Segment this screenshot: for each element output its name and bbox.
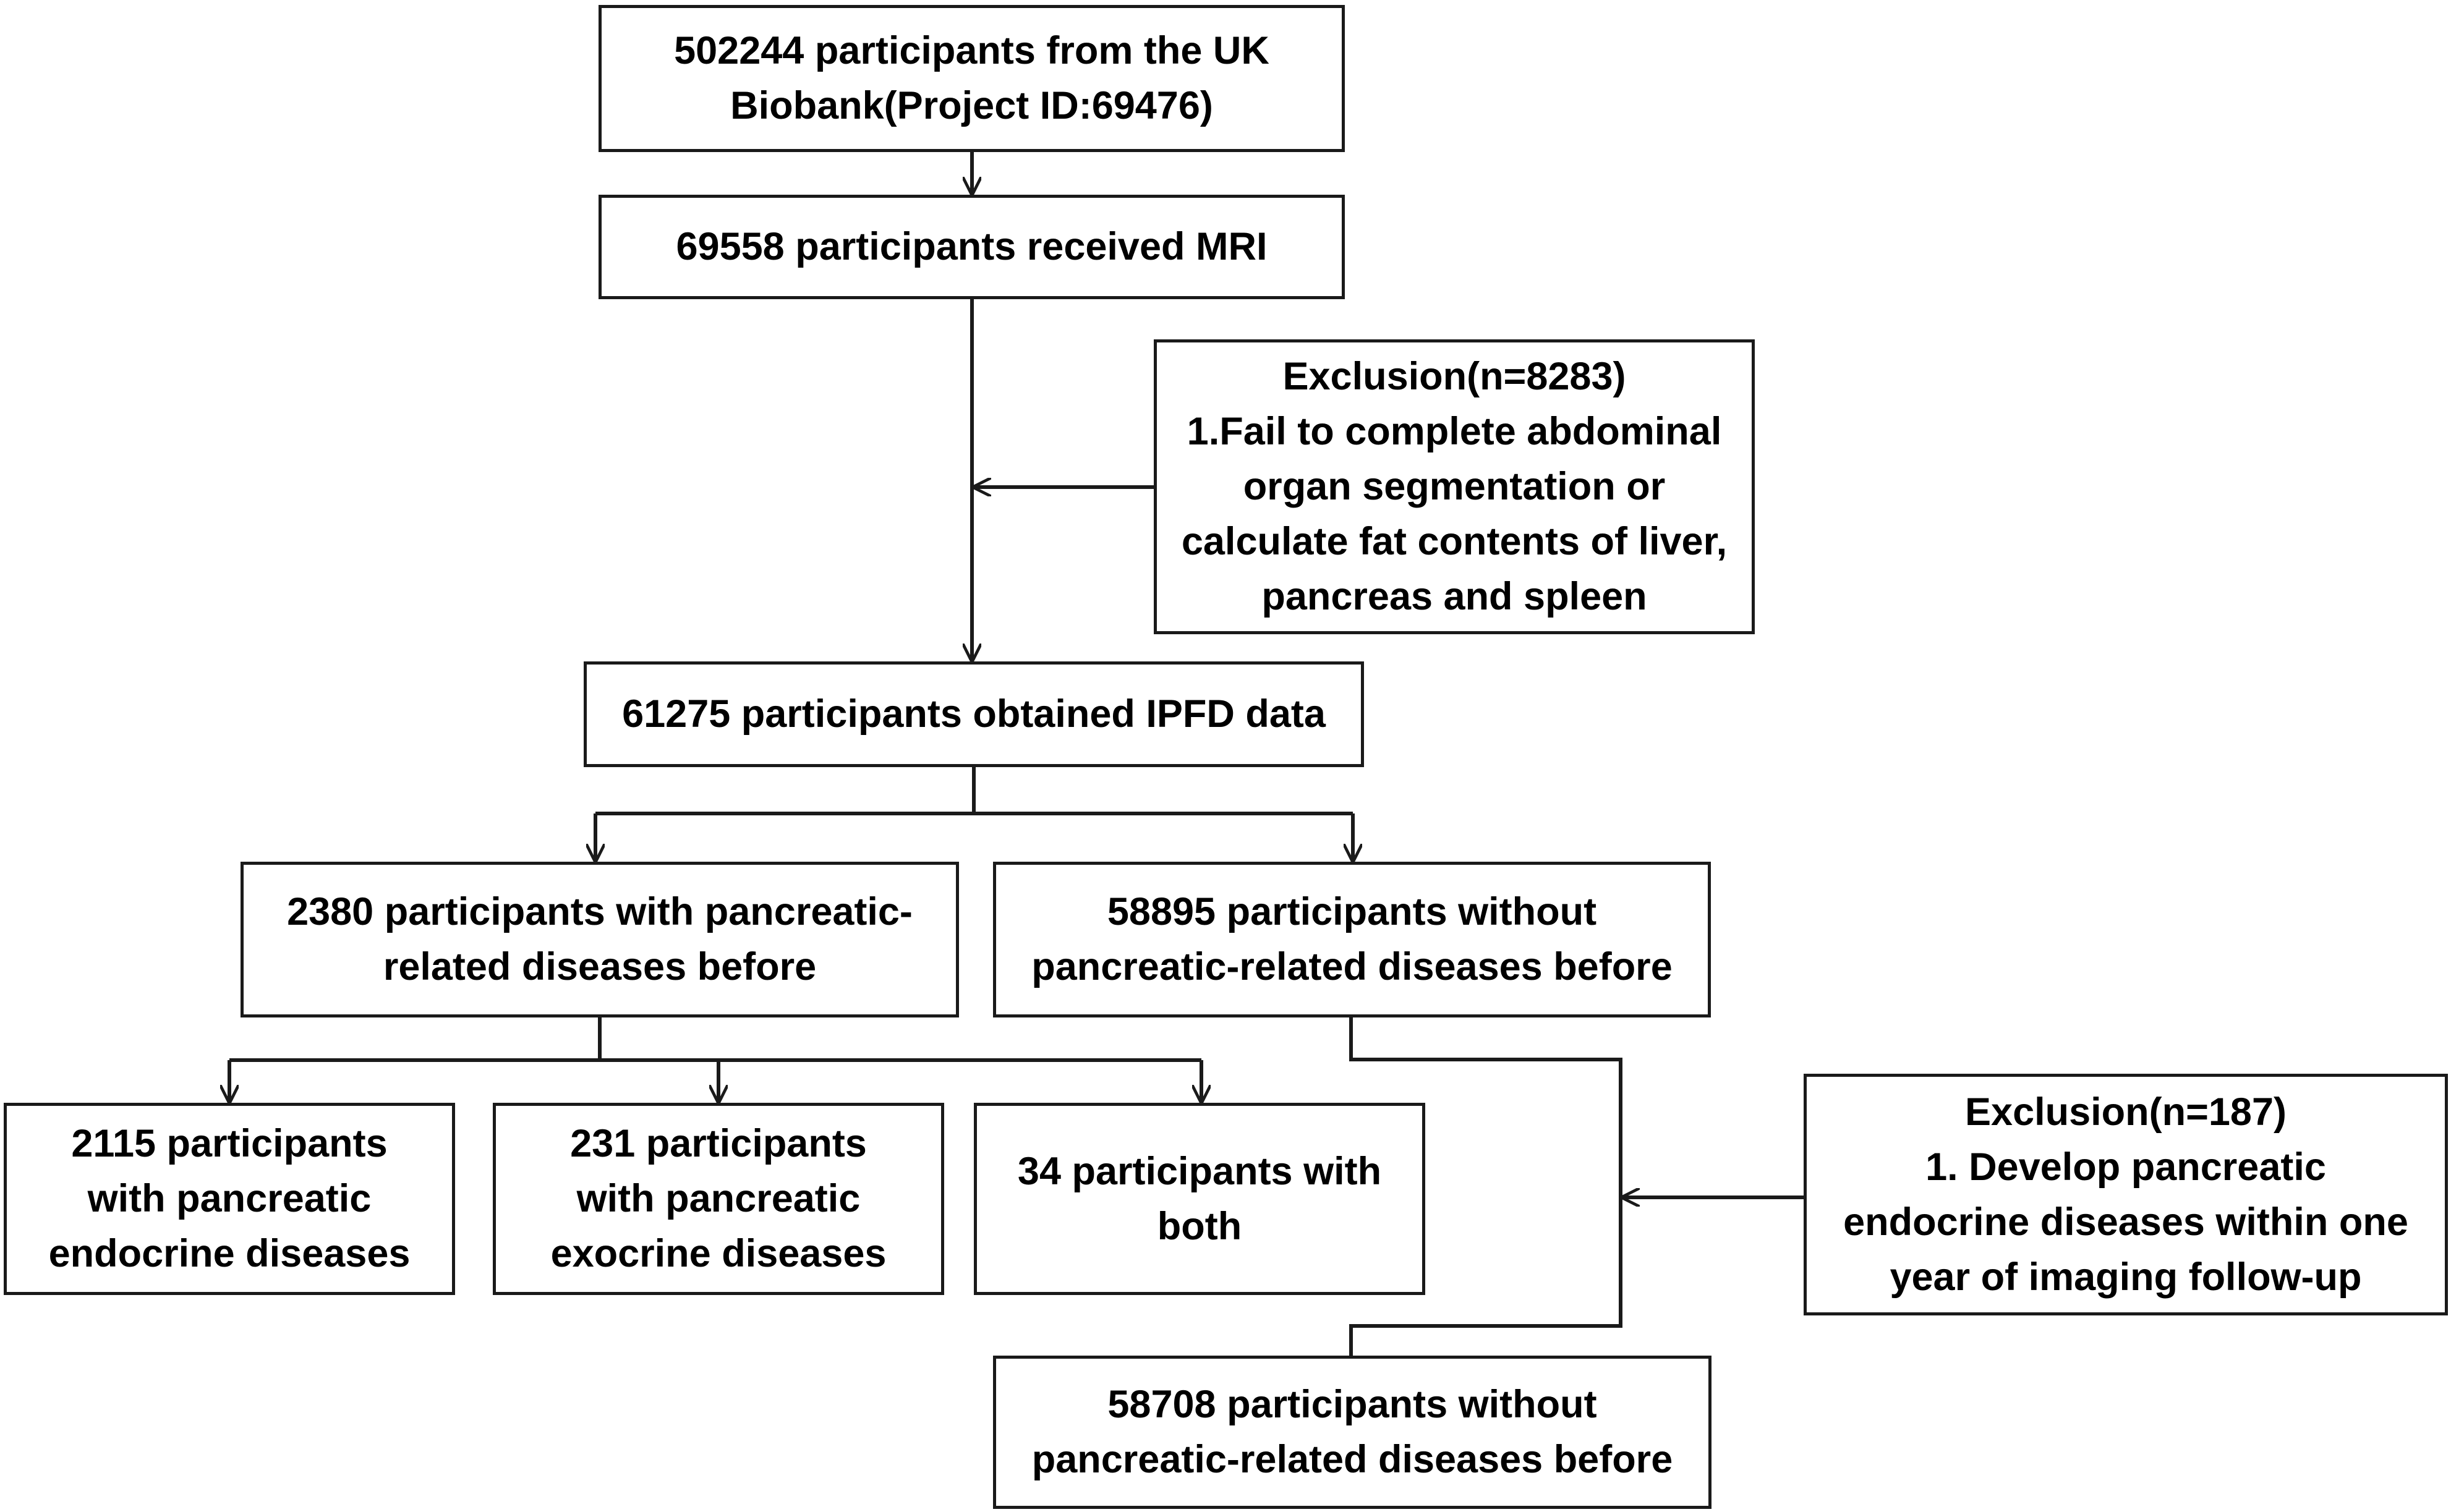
box-text-line: calculate fat contents of liver, bbox=[1181, 520, 1728, 563]
both-diseases-box: 34 participants with both bbox=[974, 1103, 1425, 1295]
box-text-line: Exclusion(n=8283) bbox=[1282, 355, 1626, 398]
box-text-line: 2115 participants bbox=[71, 1122, 388, 1165]
ipfd-participants-box: 61275 participants obtained IPFD data bbox=[584, 661, 1364, 767]
exclusion-2-box: Exclusion(n=187) 1. Develop pancreatic e… bbox=[1804, 1074, 2448, 1315]
box-text-line: 1. Develop pancreatic bbox=[1925, 1145, 2326, 1189]
box-text-line: related diseases before bbox=[383, 945, 817, 988]
box-text-line: 34 participants with bbox=[1017, 1149, 1382, 1193]
box-text-line: pancreatic-related diseases before bbox=[1031, 1438, 1673, 1481]
box-text-line: endocrine diseases bbox=[48, 1232, 411, 1275]
final-cohort-box: 58708 participants without pancreatic-re… bbox=[993, 1356, 1711, 1509]
box-text-line: Biobank(Project ID:69476) bbox=[730, 84, 1213, 127]
box-text-line: 2380 participants with pancreatic- bbox=[287, 890, 913, 933]
box-text-line: exocrine diseases bbox=[550, 1232, 887, 1275]
box-text-line: with pancreatic bbox=[87, 1177, 372, 1220]
box-text-line: pancreas and spleen bbox=[1261, 575, 1647, 618]
box-text-line: 502244 participants from the UK bbox=[674, 29, 1269, 72]
box-text-line: organ segmentation or bbox=[1243, 465, 1666, 508]
line-without-to-final bbox=[1349, 1017, 1622, 1356]
exclusion-1-box: Exclusion(n=8283) 1.Fail to complete abd… bbox=[1154, 339, 1755, 634]
box-text-line: 231 participants bbox=[570, 1122, 867, 1165]
box-text-line: 69558 participants received MRI bbox=[676, 225, 1268, 268]
box-text-line: 1.Fail to complete abdominal bbox=[1187, 410, 1722, 453]
box-text-line: 58895 participants without bbox=[1107, 890, 1597, 933]
box-text-line: 58708 participants without bbox=[1107, 1383, 1597, 1426]
box-text-line: pancreatic-related diseases before bbox=[1031, 945, 1673, 988]
exocrine-diseases-box: 231 participants with pancreatic exocrin… bbox=[493, 1103, 944, 1295]
box-text-line: 61275 participants obtained IPFD data bbox=[622, 692, 1326, 736]
box-text-line: both bbox=[1157, 1204, 1242, 1248]
total-participants-box: 502244 participants from the UK Biobank(… bbox=[599, 5, 1345, 152]
box-text-line: endocrine diseases within one bbox=[1843, 1200, 2408, 1244]
mri-participants-box: 69558 participants received MRI bbox=[599, 195, 1345, 299]
without-disease-box: 58895 participants without pancreatic-re… bbox=[993, 862, 1711, 1017]
endocrine-diseases-box: 2115 participants with pancreatic endocr… bbox=[4, 1103, 455, 1295]
box-text-line: year of imaging follow-up bbox=[1890, 1255, 2362, 1299]
box-text-line: Exclusion(n=187) bbox=[1965, 1090, 2287, 1134]
box-text-line: with pancreatic bbox=[576, 1177, 861, 1220]
with-disease-box: 2380 participants with pancreatic- relat… bbox=[241, 862, 959, 1017]
